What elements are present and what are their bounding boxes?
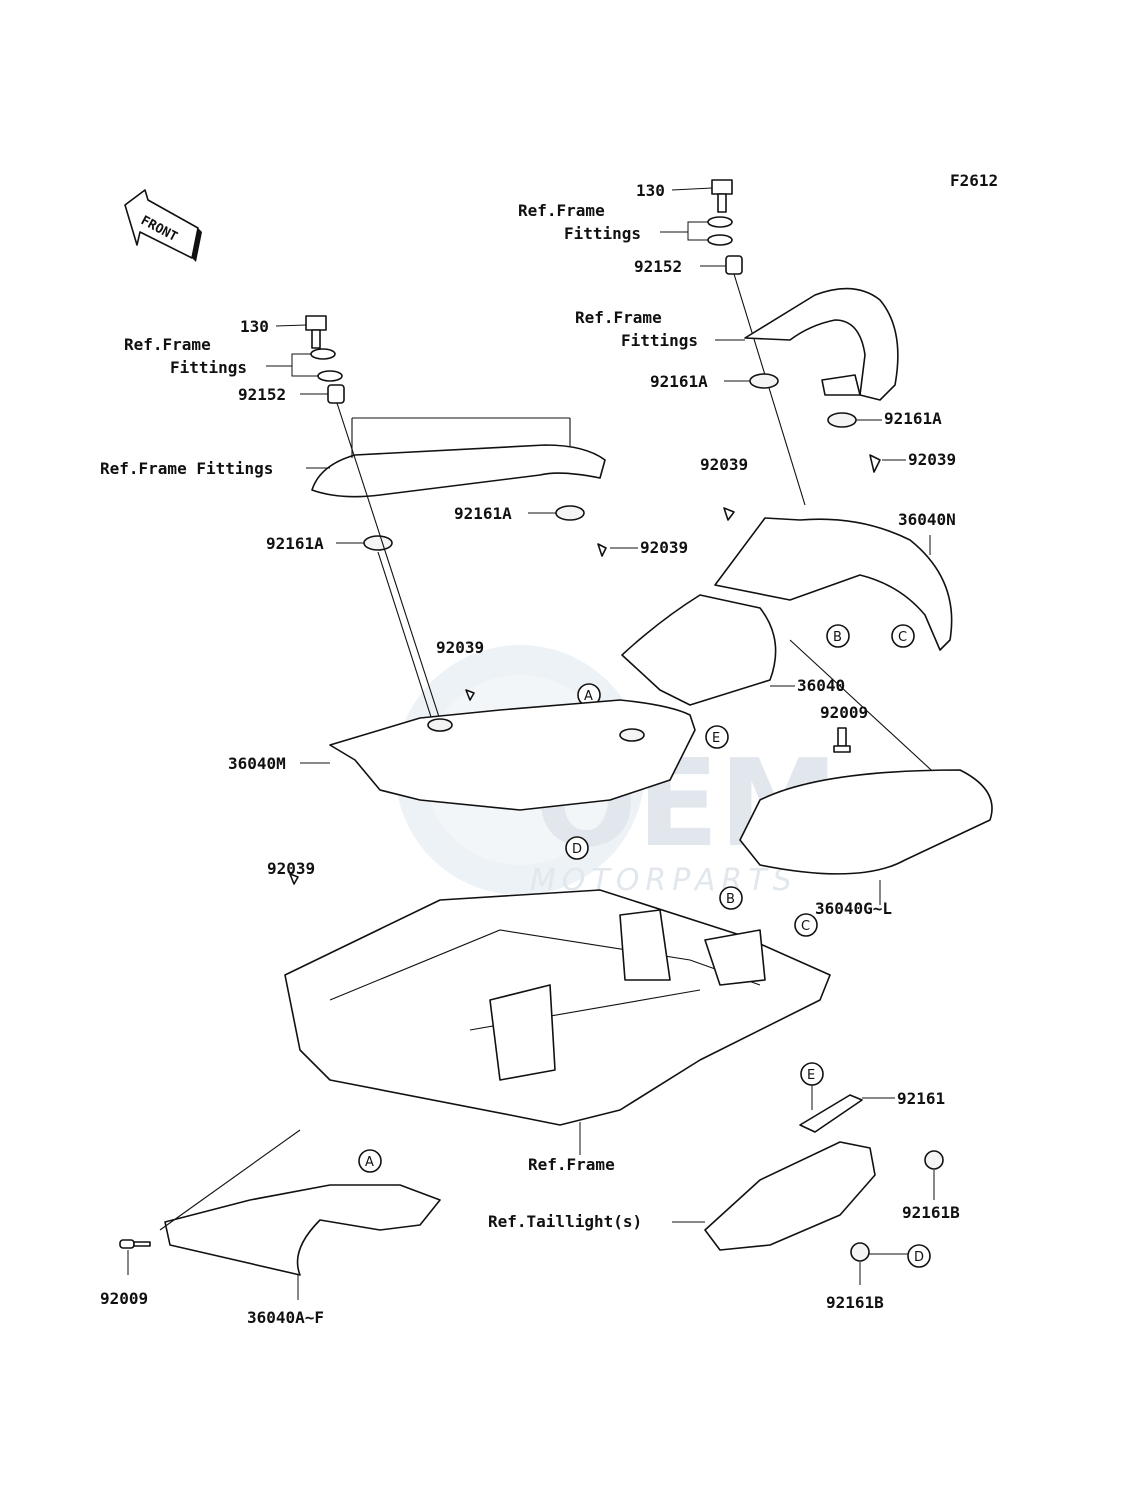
callout-d2 <box>907 1244 931 1268</box>
diagram-id: F2612 <box>950 171 998 190</box>
svg-text:C: C <box>898 630 907 645</box>
label-ref-frame-fittings-l1a: Ref.Frame <box>124 335 211 354</box>
washer-right-1 <box>707 216 733 228</box>
label-ref-frame: Ref.Frame <box>528 1155 615 1174</box>
svg-text:B: B <box>726 892 735 907</box>
label-clip-right-2: 92039 <box>908 450 956 469</box>
grab-rail-right <box>744 287 899 401</box>
label-cover-right-upper: 36040N <box>898 510 956 529</box>
svg-text:B: B <box>833 630 842 645</box>
label-grommet-right-1: 92161A <box>650 372 708 391</box>
label-clip-left-lower: 92039 <box>267 859 315 878</box>
clip-left-lower-icon <box>289 873 299 885</box>
callout-b2 <box>719 886 743 910</box>
cover-left-side <box>164 1184 441 1276</box>
label-ref-frame-fittings-l2: Ref.Frame Fittings <box>100 459 273 478</box>
label-grommet-left: 92161A <box>266 534 324 553</box>
svg-text:E: E <box>807 1068 815 1083</box>
washer-left-2 <box>317 370 343 382</box>
front-arrow-icon: FRONT <box>124 189 202 262</box>
grab-rail-left <box>311 444 606 498</box>
callout-a2 <box>358 1149 382 1173</box>
clip-right-1-icon <box>723 507 735 521</box>
rear-frame <box>284 889 831 1126</box>
callout-c2 <box>794 913 818 937</box>
label-collar-left: 92152 <box>238 385 286 404</box>
label-grommet-b-1: 92161B <box>902 1203 960 1222</box>
cover-right-upper <box>714 517 953 651</box>
label-ref-frame-fittings-r2a: Ref.Frame <box>575 308 662 327</box>
label-screw-right: 92009 <box>820 703 868 722</box>
label-cover-center: 36040 <box>797 676 845 695</box>
label-bolt-left: 130 <box>240 317 269 336</box>
cover-center <box>621 594 777 706</box>
cover-right-side <box>739 769 993 875</box>
svg-text:D: D <box>914 1250 924 1265</box>
label-ref-frame-fittings-r1a: Ref.Frame <box>518 201 605 220</box>
callout-c1 <box>891 624 915 648</box>
callout-b1 <box>826 624 850 648</box>
svg-text:A: A <box>365 1155 374 1170</box>
washer-right-2 <box>707 234 733 246</box>
bolt-right-icon <box>711 179 733 213</box>
cover-left-upper <box>329 699 696 811</box>
screw-right-icon <box>833 727 851 753</box>
collar-left-icon <box>327 384 345 404</box>
bracket-icon <box>799 1094 863 1133</box>
clip-right-2-icon <box>869 454 881 473</box>
screw-left-icon <box>119 1239 151 1249</box>
label-ref-frame-fittings-r1b: Fittings <box>564 224 641 243</box>
washer-left-1 <box>310 348 336 360</box>
taillight <box>704 1141 876 1251</box>
svg-text:A: A <box>584 689 593 704</box>
collar-right-icon <box>725 255 743 275</box>
callout-e1 <box>705 725 729 749</box>
label-bracket: 92161 <box>897 1089 945 1108</box>
label-ref-frame-fittings-l1b: Fittings <box>170 358 247 377</box>
label-cover-left-side: 36040A~F <box>247 1308 324 1327</box>
label-grommet-b-2: 92161B <box>826 1293 884 1312</box>
label-grommet-center: 92161A <box>454 504 512 523</box>
callout-d1 <box>565 836 589 860</box>
label-clip-center: 92039 <box>640 538 688 557</box>
label-collar-right: 92152 <box>634 257 682 276</box>
svg-text:C: C <box>801 919 810 934</box>
label-screw-left: 92009 <box>100 1289 148 1308</box>
clip-left-upper-icon <box>465 689 475 701</box>
label-grommet-right-2: 92161A <box>884 409 942 428</box>
grommet-right-1 <box>749 373 779 389</box>
svg-text:D: D <box>572 842 582 857</box>
bolt-left-icon <box>305 315 327 349</box>
label-clip-right-1: 92039 <box>700 455 748 474</box>
clip-center-icon <box>597 543 607 557</box>
label-cover-right-side: 36040G~L <box>815 899 892 918</box>
grommet-right-2 <box>827 412 857 428</box>
label-bolt-right: 130 <box>636 181 665 200</box>
label-ref-frame-fittings-r2b: Fittings <box>621 331 698 350</box>
grommet-center <box>555 505 585 521</box>
grommet-left <box>363 535 393 551</box>
label-ref-taillights: Ref.Taillight(s) <box>488 1212 642 1231</box>
label-clip-left-upper: 92039 <box>436 638 484 657</box>
grommet-b-1-icon <box>924 1150 944 1170</box>
svg-text:E: E <box>712 731 720 746</box>
label-cover-left-upper: 36040M <box>228 754 286 773</box>
grommet-b-2-icon <box>850 1242 870 1262</box>
